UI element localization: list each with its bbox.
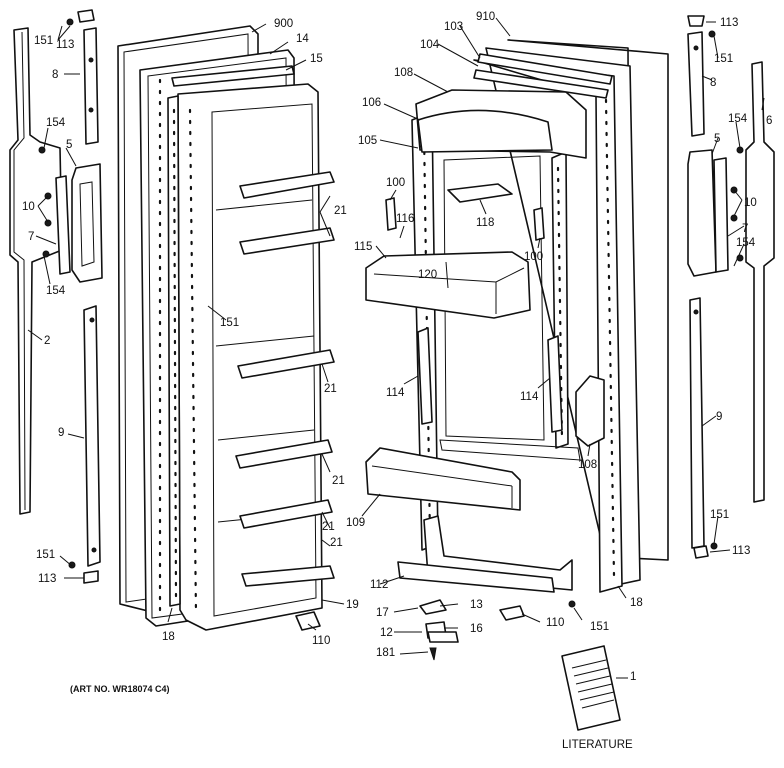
callout-labels: 900 14 15 910 103 104 108 106 105 100 11…: [22, 11, 772, 683]
callout-10-right: 10: [744, 197, 757, 209]
left-bottom-cap: [83, 570, 99, 584]
callout-2: 2: [44, 335, 50, 347]
left-top-cap: [77, 9, 95, 23]
callout-18-left: 18: [162, 631, 175, 643]
callout-106: 106: [362, 97, 381, 109]
leader-lines: [27, 17, 765, 679]
callout-5-left: 5: [66, 139, 72, 151]
callout-108-side: 108: [578, 459, 597, 471]
callout-114-right: 114: [520, 391, 539, 403]
callout-15: 15: [310, 53, 323, 65]
callout-13: 13: [470, 599, 483, 611]
callout-154-left-bottom: 154: [46, 285, 66, 297]
shelf-brackets: [385, 197, 545, 241]
right-bottom-cap: [693, 545, 709, 559]
callout-113-right-bottom: 113: [732, 545, 750, 557]
left-trim-strip: [9, 27, 63, 515]
callout-17: 17: [376, 607, 389, 619]
callout-105: 105: [358, 135, 377, 147]
callout-120: 120: [418, 269, 437, 281]
callout-100-left: 100: [386, 177, 405, 189]
right-upper-bracket: [687, 31, 705, 137]
callout-7-right: 7: [742, 223, 748, 235]
callout-110-left: 110: [312, 635, 330, 647]
callout-113-left-bottom: 113: [38, 573, 56, 585]
left-handle: [55, 163, 103, 283]
callout-151-right-top: 151: [714, 53, 733, 65]
callout-21-d: 21: [322, 521, 335, 533]
literature-booklet: [561, 645, 621, 731]
freezer-door-liner: [177, 83, 323, 631]
callout-151-right-bottom: 151: [710, 509, 729, 521]
callout-114-left: 114: [386, 387, 405, 399]
callout-112: 112: [370, 579, 388, 591]
right-screws: [708, 30, 744, 550]
callout-151-door: 151: [220, 317, 239, 329]
callout-7-left: 7: [28, 231, 34, 243]
shelf-rails: [417, 327, 563, 433]
callout-103: 103: [444, 21, 463, 33]
callout-6: 6: [766, 115, 772, 127]
callout-151-left-bottom: 151: [36, 549, 55, 561]
callout-9-right: 9: [716, 411, 722, 423]
callout-108-top: 108: [394, 67, 413, 79]
small-tray: [447, 183, 513, 203]
callout-109: 109: [346, 517, 365, 529]
callout-100-right: 100: [524, 251, 543, 263]
callout-10-left: 10: [22, 201, 35, 213]
callout-21-a: 21: [334, 205, 347, 217]
callout-18-right: 18: [630, 597, 643, 609]
door-side-trim: [167, 95, 181, 607]
lower-bin: [365, 447, 521, 511]
callout-21-b: 21: [324, 383, 337, 395]
cabinet-top-trim-strips: [473, 53, 613, 99]
bottom-hardware: [295, 599, 576, 661]
right-lower-strip: [689, 297, 705, 549]
callout-151-left-top: 151: [34, 35, 53, 47]
callout-12: 12: [380, 627, 393, 639]
callout-5-right: 5: [714, 133, 720, 145]
callout-118: 118: [476, 217, 494, 229]
callout-900: 900: [274, 18, 293, 30]
left-upper-bracket: [83, 27, 99, 145]
callout-154-right-top: 154: [728, 113, 748, 125]
cabinet-top-light-housing: [415, 89, 587, 159]
callout-8-right: 8: [710, 77, 716, 89]
door-top-trim: [171, 65, 295, 87]
callout-115: 115: [354, 241, 372, 253]
literature-label: LITERATURE: [562, 739, 633, 751]
right-handle: [687, 149, 729, 277]
upper-bin: [365, 251, 531, 319]
right-trim-strip: [745, 61, 775, 503]
callout-21-c: 21: [332, 475, 345, 487]
callout-21-e: 21: [330, 537, 343, 549]
cabinet-bottom-pan: [397, 515, 573, 593]
callout-literature: 1: [630, 671, 636, 683]
callout-8-left: 8: [52, 69, 58, 81]
callout-104: 104: [420, 39, 440, 51]
callout-9-left: 9: [58, 427, 64, 439]
cabinet-back-wall: [439, 155, 581, 461]
left-screws: [38, 18, 76, 569]
right-side-bracket: [575, 375, 605, 447]
callout-113-left-top: 113: [56, 39, 74, 51]
callout-181: 181: [376, 647, 395, 659]
left-lower-strip: [83, 305, 101, 567]
callout-154-right-bottom: 154: [736, 237, 756, 249]
callout-110-right: 110: [546, 617, 564, 629]
door-shelves: [235, 171, 335, 587]
callout-19: 19: [346, 599, 359, 611]
callout-16: 16: [470, 623, 483, 635]
callout-910: 910: [476, 11, 495, 23]
art-number: (ART NO. WR18074 C4): [70, 684, 170, 694]
right-top-cap: [687, 15, 705, 27]
callout-154-left-top: 154: [46, 117, 66, 129]
callout-14: 14: [296, 33, 309, 45]
callout-113-right-top: 113: [720, 17, 738, 29]
callout-151-bottom: 151: [590, 621, 609, 633]
callout-116: 116: [396, 213, 414, 225]
